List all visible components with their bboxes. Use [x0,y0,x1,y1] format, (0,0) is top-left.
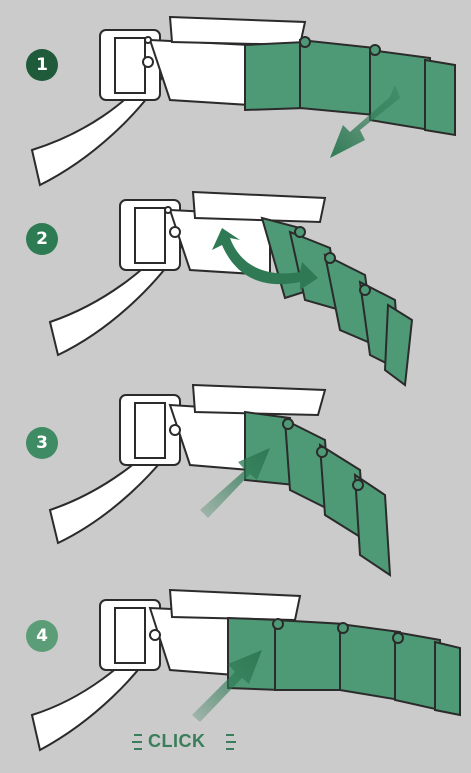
step-2-badge: 2 [26,223,58,255]
step-4-badge: 4 [26,620,58,652]
step-3-illustration [48,383,392,577]
bracelet-links [227,616,461,717]
bracelet-links [244,36,456,137]
click-sparkle-left [132,734,142,750]
step-1-number: 1 [36,55,48,75]
step-1-illustration [30,15,456,187]
step-2-number: 2 [36,229,48,249]
step-2-illustration [48,190,414,387]
step-4-illustration [30,588,461,752]
step-3-number: 3 [36,433,48,453]
pull-out-arrow [330,85,400,158]
bracelet-links [260,216,414,387]
step-1-badge: 1 [26,49,58,81]
clasp-body [119,383,327,472]
click-sparkle-right [226,734,236,750]
push-in-arrow [192,650,262,722]
push-in-arrow [200,448,270,518]
click-label: CLICK [148,731,206,751]
step-4-number: 4 [36,626,48,646]
bracelet-links [244,410,392,577]
clasp-body [99,588,302,677]
step-3-badge: 3 [26,427,58,459]
clasp-body [99,15,307,107]
rotate-arrow [212,228,318,290]
